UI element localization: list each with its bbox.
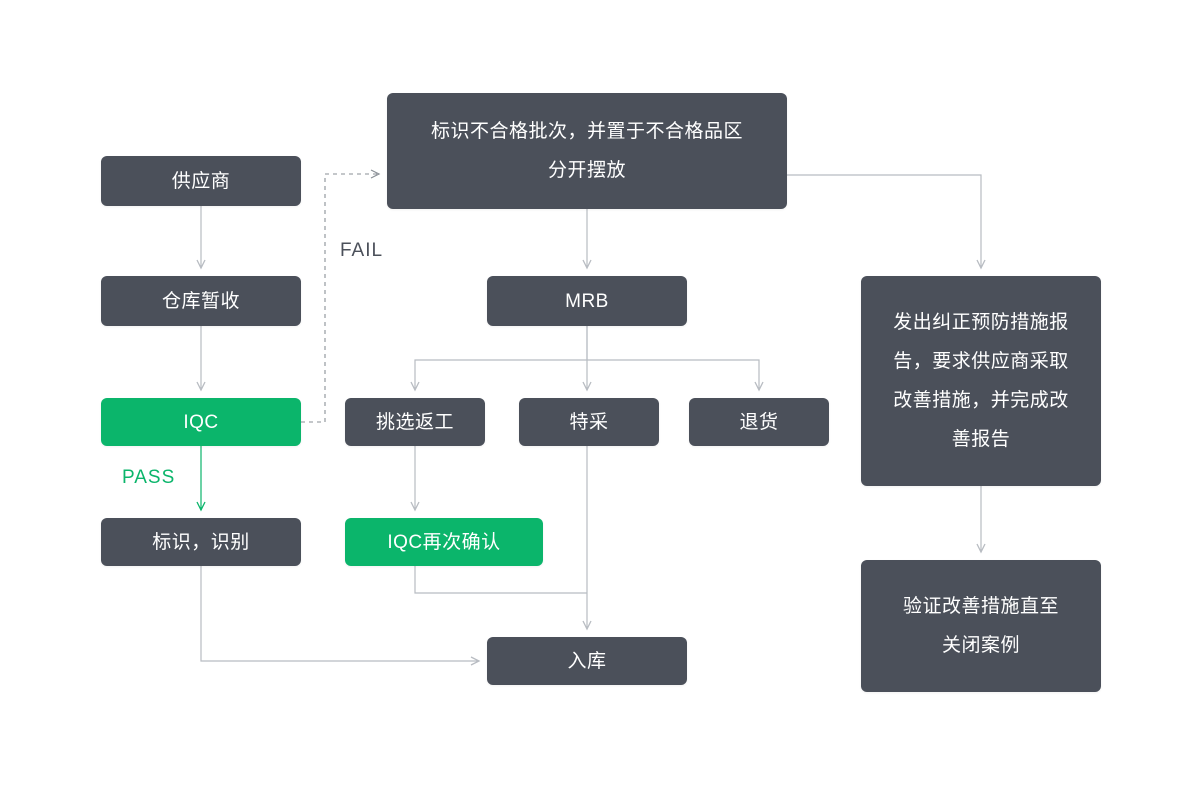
edge-markng-to-capa <box>787 174 986 270</box>
node-mrb[interactable]: MRB <box>487 276 687 326</box>
edge-label-fail: FAIL <box>340 240 383 262</box>
node-return-goods[interactable]: 退货 <box>689 398 829 446</box>
edge-label-fail-text: FAIL <box>340 240 384 261</box>
node-mark-ng-lot[interactable]: 标识不合格批次，并置于不合格品区分开摆放 <box>387 93 787 209</box>
node-verify-close-label: 验证改善措施直至关闭案例 <box>902 596 1059 656</box>
node-sort-rework[interactable]: 挑选返工 <box>345 398 485 446</box>
node-mark-ng-lot-label: 标识不合格批次，并置于不合格品区分开摆放 <box>430 121 743 181</box>
node-return-goods-label: 退货 <box>739 411 779 433</box>
node-capa-report[interactable]: 发出纠正预防措施报告，要求供应商采取改善措施，并完成改善报告 <box>861 276 1101 486</box>
node-verify-close[interactable]: 验证改善措施直至关闭案例 <box>861 560 1101 692</box>
node-identify-mark-label: 标识，识别 <box>152 531 250 553</box>
node-special-accept-label: 特采 <box>569 411 609 433</box>
node-stock-in-label: 入库 <box>567 650 607 672</box>
edge-label-pass-text: PASS <box>122 467 176 488</box>
node-mrb-label: MRB <box>565 290 609 312</box>
node-capa-report-label: 发出纠正预防措施报告，要求供应商采取改善措施，并完成改善报告 <box>893 312 1069 450</box>
edge-iqc-fail-to-markng <box>301 169 381 423</box>
node-iqc-recheck-label: IQC再次确认 <box>387 531 501 553</box>
node-iqc-label: IQC <box>183 411 219 433</box>
node-iqc-recheck[interactable]: IQC再次确认 <box>345 518 543 566</box>
edge-identifymark-to-stockin <box>200 566 481 666</box>
node-warehouse-hold-label: 仓库暂收 <box>161 290 240 312</box>
edge-label-pass: PASS <box>122 467 175 489</box>
node-supplier-label: 供应商 <box>171 170 231 192</box>
node-identify-mark[interactable]: 标识，识别 <box>101 518 301 566</box>
node-iqc[interactable]: IQC <box>101 398 301 446</box>
node-supplier[interactable]: 供应商 <box>101 156 301 206</box>
node-special-accept[interactable]: 特采 <box>519 398 659 446</box>
edge-mrb-to-returngoods <box>587 359 764 392</box>
edge-iqcrecheck-to-stockin <box>414 566 587 594</box>
node-warehouse-hold[interactable]: 仓库暂收 <box>101 276 301 326</box>
node-sort-rework-label: 挑选返工 <box>375 411 454 433</box>
node-stock-in[interactable]: 入库 <box>487 637 687 685</box>
edge-mrb-to-sortrework <box>410 326 588 392</box>
